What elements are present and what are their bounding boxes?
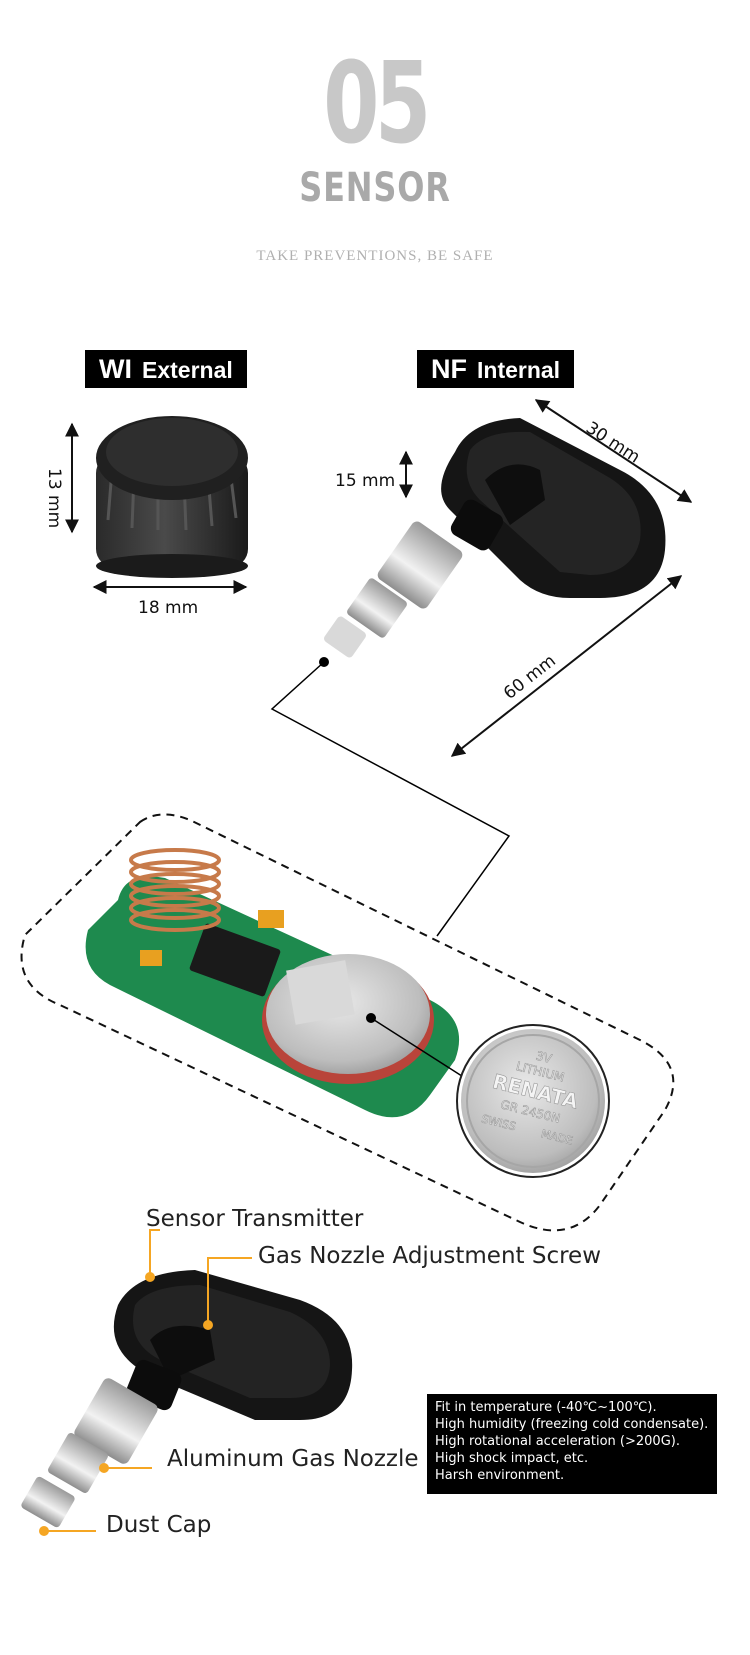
callout-dot-dust-cap <box>39 1526 49 1536</box>
internal-sensor-tag: NF Internal <box>417 350 575 388</box>
callout-dust-cap: Dust Cap <box>106 1512 212 1538</box>
spec-box: Fit in temperature (-40℃~100℃). High hum… <box>427 1394 717 1494</box>
spec-line: Harsh environment. <box>435 1468 565 1483</box>
spec-line: High humidity (freezing cold condensate)… <box>435 1417 709 1432</box>
callout-dot-screw <box>203 1320 213 1330</box>
spec-line: High shock impact, etc. <box>435 1451 589 1466</box>
battery-pointer-line <box>370 1017 466 1079</box>
internal-sensor-image <box>324 418 666 658</box>
spec-line: Fit in temperature (-40℃~100℃). <box>435 1400 657 1415</box>
section-number: 05 <box>323 39 431 169</box>
detail-dashed-outline <box>20 813 675 1232</box>
callout-leaders <box>44 1229 252 1532</box>
section-tagline: TAKE PREVENTIONS, BE SAFE <box>256 248 494 264</box>
battery-voltage: 3V <box>535 1049 555 1067</box>
callout-sensor-transmitter: Sensor Transmitter <box>146 1206 364 1232</box>
callout-adjustment-screw: Gas Nozzle Adjustment Screw <box>258 1243 602 1269</box>
spec-line: High rotational acceleration (>200G). <box>435 1434 680 1449</box>
internal-model: NF <box>431 354 467 384</box>
external-label: External <box>142 357 233 383</box>
external-model: WI <box>99 354 132 384</box>
pcb-image <box>85 848 460 1118</box>
section-title: SENSOR <box>299 165 451 211</box>
external-height-label: 13 mm <box>44 468 64 529</box>
callout-dot-nozzle <box>99 1463 109 1473</box>
internal-length-arrow <box>450 575 683 757</box>
external-sensor-tag: WI External <box>85 350 247 388</box>
internal-label: Internal <box>477 357 561 383</box>
external-width-label: 18 mm <box>138 598 199 618</box>
battery-detail: 3V LITHIUM RENATA GR 2450N SWISS MADE <box>456 1024 610 1178</box>
internal-height-label: 15 mm <box>335 471 396 491</box>
callout-gas-nozzle: Aluminum Gas Nozzle <box>167 1446 419 1472</box>
external-sensor-image <box>96 416 248 578</box>
internal-width-arrow <box>534 399 693 503</box>
callout-dot-transmitter <box>145 1272 155 1282</box>
labeled-sensor-image <box>21 1270 353 1528</box>
detail-connector-line <box>270 657 511 937</box>
